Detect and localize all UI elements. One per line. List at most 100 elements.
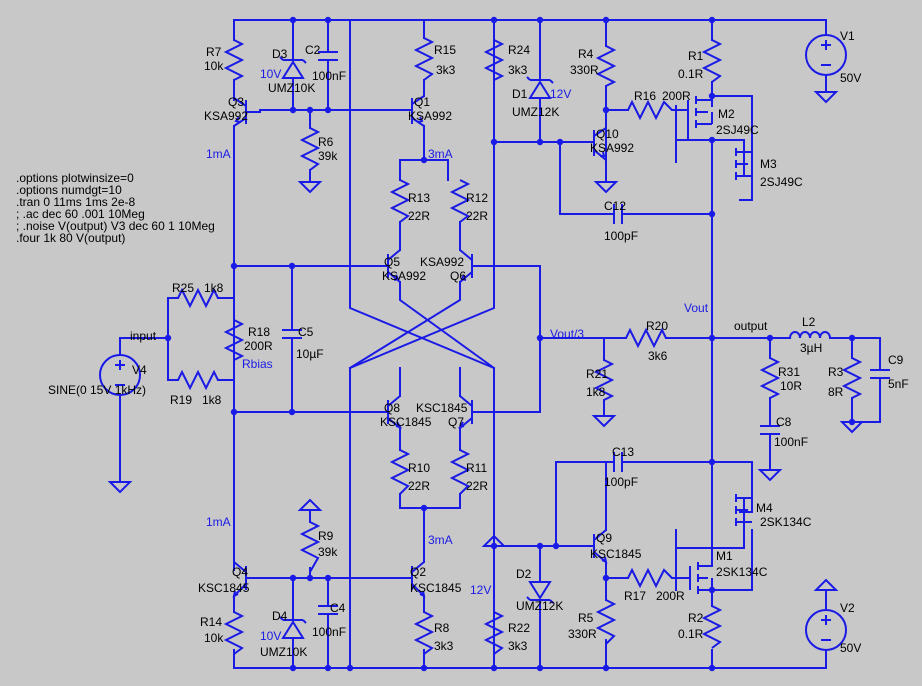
label-d4: D4 (272, 609, 288, 623)
value-q4: KSC1845 (198, 581, 250, 595)
value-r8: 3k3 (434, 639, 454, 653)
net-output: output (734, 319, 768, 333)
net-input: input (130, 329, 157, 343)
grounds (107, 91, 865, 591)
resistor-r19 (177, 369, 219, 391)
value-q5: KSA992 (382, 269, 426, 283)
bjt-q9 (584, 529, 608, 564)
zener-diodes (279, 56, 554, 639)
directive-line: .options numdgt=10 (16, 183, 122, 197)
bjt-q5 (378, 249, 401, 283)
value-m1: 2SK134C (716, 565, 768, 579)
transistors (232, 95, 608, 613)
directive-line: .four 1k 80 V(output) (16, 231, 125, 245)
value-c13: 100pF (604, 475, 638, 489)
current-q1: 3mA (428, 147, 453, 161)
value-r11: 22R (466, 479, 488, 493)
directive-line: ; .noise V(output) V3 dec 60 1 10Meg (16, 219, 215, 233)
value-q10: KSA992 (590, 141, 634, 155)
label-v2: V2 (840, 601, 855, 615)
resistor-r7 (223, 39, 245, 81)
resistor-r15 (413, 37, 435, 81)
label-r24: R24 (508, 43, 530, 57)
bjt-q2 (392, 561, 426, 598)
value-r3: 8R (828, 385, 844, 399)
value-c9: 5nF (888, 377, 909, 391)
value-r31: 10R (780, 379, 802, 393)
label-r20: R20 (646, 319, 668, 333)
label-v1: V1 (840, 29, 855, 43)
label-q6: Q6 (450, 269, 466, 283)
label-r31: R31 (778, 365, 800, 379)
value-r20: 3k6 (648, 349, 668, 363)
label-c12: C12 (604, 199, 626, 213)
value-r16: 200R (662, 89, 691, 103)
resistor-r4 (595, 45, 617, 87)
resistor-r21 (593, 359, 615, 401)
value-v1: 50V (840, 71, 861, 85)
value-r19: 1k8 (202, 393, 222, 407)
zener-d4 (279, 616, 307, 639)
value-r7: 10k (204, 59, 224, 73)
source-v4 (99, 354, 141, 396)
label-r11: R11 (466, 461, 487, 475)
label-r15: R15 (434, 43, 456, 57)
label-r25: R25 (172, 281, 194, 295)
wires (119, 19, 881, 669)
label-r3: R3 (828, 365, 844, 379)
value-d2: UMZ12K (516, 599, 563, 613)
label-r13: R13 (408, 191, 430, 205)
value-d1: UMZ12K (512, 105, 559, 119)
net-vout3: Vout/3 (550, 327, 584, 341)
label-q4: Q4 (232, 565, 248, 579)
value-c8: 100nF (774, 435, 808, 449)
value-r2: 0.1R (678, 627, 704, 641)
label-q1: Q1 (414, 95, 430, 109)
label-r10: R10 (408, 461, 430, 475)
label-v4: V4 (132, 363, 147, 377)
d2-voltage: 12V (470, 583, 491, 597)
label-r21: R21 (586, 367, 608, 381)
component-labels: R7 10k D3 10V UMZ10K C2 100nF R15 3k3 R2… (48, 29, 909, 659)
label-q3: Q3 (228, 95, 244, 109)
current-q2: 3mA (428, 533, 453, 547)
resistor-r13 (389, 179, 411, 223)
value-r17: 200R (656, 589, 685, 603)
label-r18: R18 (248, 325, 270, 339)
value-r13: 22R (408, 209, 430, 223)
value-r18: 200R (244, 339, 273, 353)
d3-voltage: 10V (260, 67, 281, 81)
d4-voltage: 10V (260, 629, 281, 643)
resistor-r20 (625, 327, 667, 349)
value-r6: 39k (318, 149, 338, 163)
label-r7: R7 (206, 45, 222, 59)
label-c8: C8 (776, 415, 792, 429)
bjt-q4 (232, 561, 260, 598)
zener-d1 (526, 76, 554, 99)
sources (99, 34, 847, 651)
bjt-q10 (584, 127, 607, 161)
value-c12: 100pF (604, 229, 638, 243)
label-q7: Q7 (448, 415, 464, 429)
resistor-r1 (701, 39, 723, 83)
resistor-r10 (389, 449, 411, 495)
value-v4: SINE(0 15V 1kHz) (48, 383, 146, 397)
rbias-label: Rbias (242, 357, 273, 371)
value-r12: 22R (466, 209, 488, 223)
label-c13: C13 (612, 445, 634, 459)
label-d2: D2 (516, 567, 532, 581)
label-q9: Q9 (596, 531, 612, 545)
value-q2: KSC1845 (410, 581, 462, 595)
resistor-r14 (223, 611, 245, 655)
capacitor-c4 (318, 605, 338, 615)
label-m2: M2 (718, 107, 735, 121)
value-r10: 22R (408, 479, 430, 493)
value-q9: KSC1845 (590, 547, 642, 561)
label-r5: R5 (578, 611, 594, 625)
resistor-r31 (759, 357, 781, 399)
label-r12: R12 (466, 191, 488, 205)
resistor-r17 (627, 567, 673, 589)
label-r19: R19 (170, 393, 192, 407)
resistor-r24 (483, 39, 505, 81)
value-c2: 100nF (312, 69, 346, 83)
